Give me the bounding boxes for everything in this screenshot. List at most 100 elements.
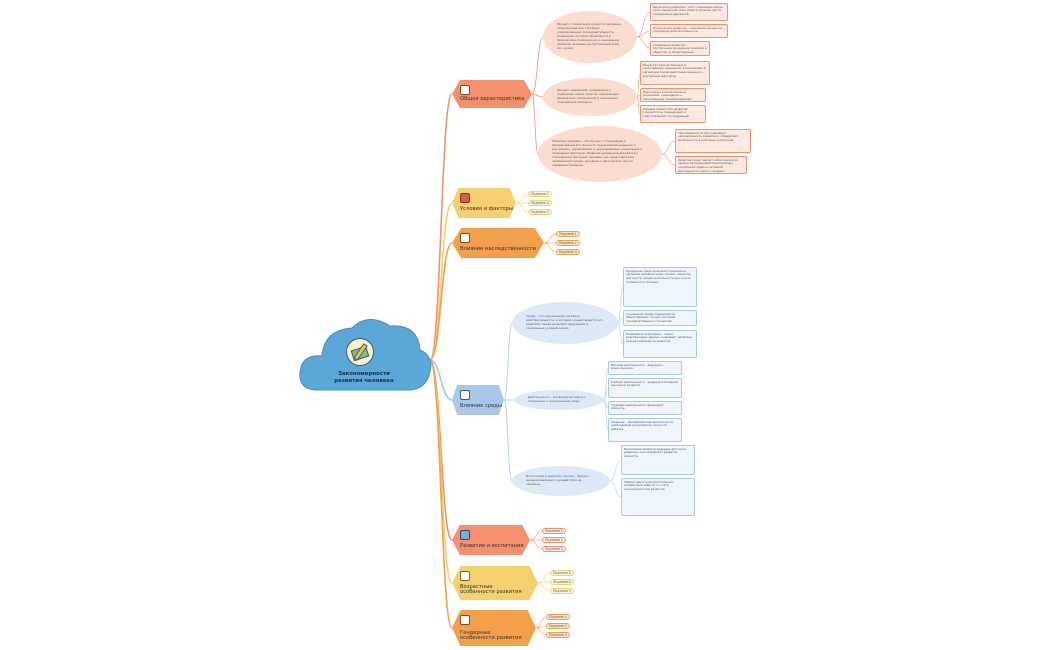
environment-leaf-1-1-text: Природная среда оказывает влияние на орг…	[626, 268, 692, 284]
connector-curve	[609, 480, 622, 498]
environment-leaf-1-1[interactable]: Природная среда оказывает влияние на орг…	[623, 267, 697, 307]
connector-curve	[503, 322, 513, 401]
general-leaf-2-3-text: Каждый новый этап развития опирается на …	[643, 106, 690, 119]
connector-curve	[531, 93, 539, 155]
environment-leaf-3-1[interactable]: Воспитание является ведущим фактором раз…	[621, 445, 695, 475]
conditions-pill-3[interactable]: Подтема 3	[528, 209, 552, 215]
environment-sub-1[interactable]: Среда – это окружающая человека действит…	[512, 302, 618, 344]
connector-curve	[636, 30, 651, 38]
connector-curve	[529, 530, 543, 541]
branch-upbringing-label: Развитие и воспитание	[460, 543, 524, 550]
connector-curve	[609, 459, 622, 482]
connector-curve	[603, 367, 609, 401]
connector-curve	[617, 286, 624, 324]
environment-sub-2-text: Деятельность – это форма активного отнош…	[528, 395, 586, 403]
upbringing-pill-2[interactable]: Подтема 2	[542, 537, 566, 543]
environment-sub-3[interactable]: Воспитание в широком смысле – процесс це…	[512, 466, 610, 496]
connector-curve	[429, 242, 453, 361]
connector-curve	[636, 11, 651, 38]
connector-curve	[535, 627, 547, 636]
gender-pill-2[interactable]: Подтема 2	[546, 623, 570, 629]
age-pill-2[interactable]: Подтема 2	[550, 579, 574, 585]
branch-conditions[interactable]: Условия и факторы	[452, 188, 516, 218]
connector-curve	[515, 193, 529, 204]
environment-leaf-3-2-text: Эффективность воспитательного воздействи…	[624, 479, 674, 492]
general-leaf-2-3[interactable]: Каждый новый этап развития опирается на …	[640, 105, 706, 123]
general-leaf-1-3-text: Социальное развитие – постепенное вхожде…	[653, 42, 707, 56]
environment-sub-1-text: Среда – это окружающая человека действит…	[526, 314, 603, 330]
general-leaf-3-2-text: Развитие представляет собой результат пр…	[678, 157, 739, 173]
factor-icon	[460, 193, 470, 203]
gender-pill-3[interactable]: Подтема 3	[546, 632, 570, 638]
environment-leaf-2-1[interactable]: Игровая деятельность – ведущая у дошколь…	[608, 361, 682, 375]
connector-curve	[537, 572, 551, 584]
environment-leaf-2-4[interactable]: Общение – важнейший вид деятельности, не…	[608, 418, 682, 442]
environment-leaf-1-3[interactable]: Ближайшее окружение – семья, родственник…	[623, 330, 697, 358]
environment-leaf-1-2-text: Социальная среда определяется общественн…	[626, 311, 676, 324]
general-leaf-3-2[interactable]: Развитие представляет собой результат пр…	[675, 156, 747, 174]
general-sub-2-text: Процесс изменений, приводящих к появлени…	[557, 88, 620, 104]
general-leaf-2-1[interactable]: Результат количественных и качественных …	[640, 61, 710, 85]
general-sub-3-text: Развитие человека – это процесс становле…	[552, 139, 643, 167]
age-pill-3[interactable]: Подтема 3	[550, 588, 574, 594]
environment-sub-2[interactable]: Деятельность – это форма активного отнош…	[514, 390, 604, 410]
general-sub-1[interactable]: Процесс становления личности человека, о…	[543, 11, 637, 63]
heredity-pill-3[interactable]: Подтема 3	[556, 249, 580, 255]
upbringing-pill-3[interactable]: Подтема 3	[542, 546, 566, 552]
upbringing-pill-1[interactable]: Подтема 1	[542, 528, 566, 534]
conditions-pill-1[interactable]: Подтема 1	[528, 191, 552, 197]
general-leaf-2-1-text: Результат количественных и качественных …	[643, 62, 706, 78]
root-title-line1: Закономерности	[338, 371, 390, 377]
branch-conditions-label: Условия и факторы	[460, 206, 514, 213]
general-leaf-1-3[interactable]: Социальное развитие – постепенное вхожде…	[650, 41, 710, 56]
branch-gender[interactable]: Гендерные особенности развития	[452, 610, 536, 646]
person-icon	[460, 571, 470, 581]
environment-leaf-2-2[interactable]: Учебная деятельность – ведущая в младшем…	[608, 378, 682, 398]
general-leaf-2-2[interactable]: Накопление количественных изменений, при…	[640, 88, 706, 102]
connector-curve	[429, 359, 453, 584]
group-icon	[460, 390, 470, 400]
general-leaf-2-2-text: Накопление количественных изменений, при…	[643, 89, 693, 102]
general-sub-2[interactable]: Процесс изменений, приводящих к появлени…	[543, 78, 637, 116]
age-pill-1[interactable]: Подтема 1	[550, 570, 574, 576]
environment-leaf-2-4-text: Общение – важнейший вид деятельности, не…	[611, 419, 674, 432]
branch-general[interactable]: Общая характеристика	[452, 80, 532, 108]
conditions-pill-2[interactable]: Подтема 2	[528, 200, 552, 206]
connector-curve	[543, 233, 557, 244]
connector-curve	[515, 202, 529, 213]
connector-curve	[535, 625, 547, 629]
environment-sub-3-text: Воспитание в широком смысле – процесс це…	[526, 474, 590, 486]
connector-curve	[617, 322, 624, 345]
connector-curve	[531, 93, 544, 98]
heredity-pill-1[interactable]: Подтема 1	[556, 231, 580, 237]
general-leaf-3-1-text: Закономерности обусловливают направленно…	[678, 130, 739, 143]
heredity-pill-2[interactable]: Подтема 2	[556, 240, 580, 246]
document-icon	[460, 233, 470, 243]
handshake-icon	[460, 615, 470, 625]
environment-leaf-2-3[interactable]: Трудовая деятельность формирует личность…	[608, 401, 682, 415]
branch-upbringing[interactable]: Развитие и воспитание	[452, 525, 530, 555]
branch-environment[interactable]: Влияние среды	[452, 385, 504, 415]
general-sub-3[interactable]: Развитие человека – это процесс становле…	[538, 126, 662, 182]
gender-pill-1[interactable]: Подтема 1	[546, 614, 570, 620]
environment-leaf-1-2[interactable]: Социальная среда определяется общественн…	[623, 310, 697, 326]
connector-curve	[537, 582, 551, 592]
branch-environment-label: Влияние среды	[460, 403, 502, 410]
general-leaf-1-1[interactable]: Физическое развитие – рост, изменение ма…	[650, 3, 728, 21]
general-leaf-3-1[interactable]: Закономерности обусловливают направленно…	[675, 129, 751, 153]
connector-curve	[636, 72, 641, 98]
environment-leaf-2-2-text: Учебная деятельность – ведущая в младшем…	[611, 379, 678, 388]
connector-curve	[636, 96, 641, 115]
root-title: Закономерности развития человека	[304, 371, 424, 385]
general-leaf-1-2[interactable]: Психическое развитие – изменения процесс…	[650, 24, 728, 38]
general-leaf-1-2-text: Психическое развитие – изменения процесс…	[653, 25, 722, 34]
branch-heredity[interactable]: Влияние наследственности	[452, 228, 544, 258]
root-title-line2: развития человека	[334, 377, 394, 384]
general-sub-1-text: Процесс становления личности человека, о…	[557, 22, 622, 50]
environment-leaf-1-3-text: Ближайшее окружение – семья, родственник…	[626, 331, 692, 344]
connector-curve	[429, 359, 453, 401]
branch-age[interactable]: Возрастные особенности развития	[452, 566, 538, 600]
environment-leaf-3-2[interactable]: Эффективность воспитательного воздействи…	[621, 478, 695, 516]
environment-leaf-2-1-text: Игровая деятельность – ведущая у дошколь…	[611, 362, 664, 371]
connector-curve	[661, 140, 676, 155]
